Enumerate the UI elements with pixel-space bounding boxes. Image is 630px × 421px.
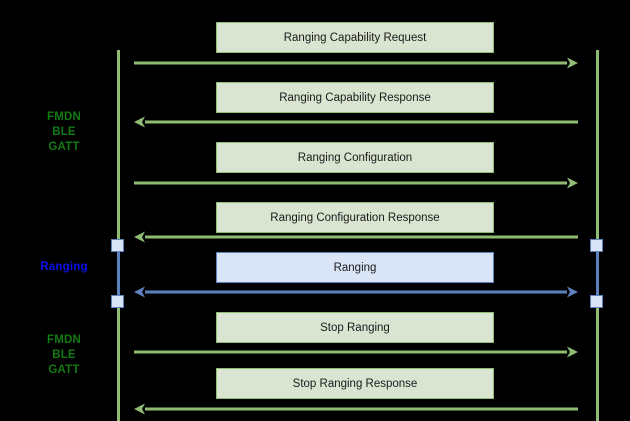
activation-bar-right [596, 246, 599, 302]
message-arrow-right [134, 175, 578, 191]
activation-bar-left [117, 246, 120, 302]
message-label: Ranging Configuration [297, 151, 413, 164]
message-arrow-both [134, 284, 578, 300]
message-box: Ranging [216, 252, 494, 283]
side-label-protocol-top: FMDN BLE GATT [46, 111, 81, 153]
message-label: Stop Ranging Response [292, 377, 418, 390]
message-box: Stop Ranging Response [216, 368, 494, 399]
message-label: Ranging [333, 261, 377, 274]
message-arrow-left [134, 114, 578, 130]
message-arrow-left [134, 229, 578, 245]
message-box: Ranging Configuration Response [216, 202, 494, 233]
activation-node-left-top [111, 239, 124, 252]
message-label: Stop Ranging [320, 321, 390, 334]
message-arrow-left [134, 401, 578, 417]
activation-node-right-bottom [590, 295, 603, 308]
message-label: Ranging Capability Request [283, 31, 427, 44]
message-box: Ranging Capability Request [216, 22, 494, 53]
message-box: Stop Ranging [216, 312, 494, 343]
side-label-ranging: Ranging [40, 261, 88, 273]
message-box: Ranging Configuration [216, 142, 494, 173]
message-label: Ranging Configuration Response [270, 211, 440, 224]
side-label-protocol-bottom: FMDN BLE GATT [46, 334, 81, 376]
message-arrow-right [134, 344, 578, 360]
message-label: Ranging Capability Response [279, 91, 431, 104]
activation-node-right-top [590, 239, 603, 252]
activation-node-left-bottom [111, 295, 124, 308]
message-arrow-right [134, 55, 578, 71]
lifeline-left [117, 50, 120, 421]
message-box: Ranging Capability Response [216, 82, 494, 113]
lifeline-right [596, 50, 599, 421]
